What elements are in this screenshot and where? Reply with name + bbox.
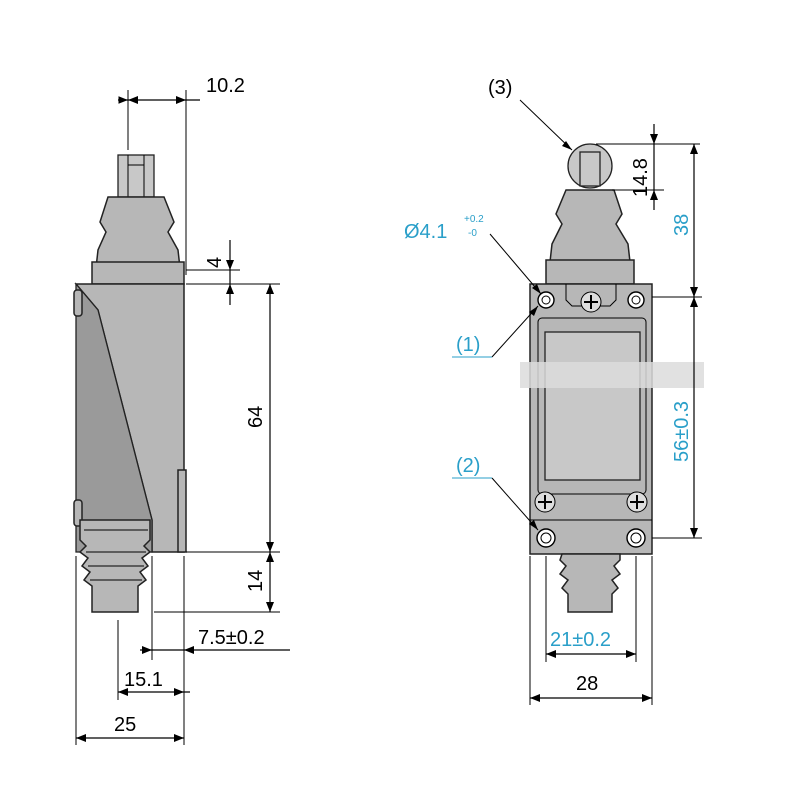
mount-hole-bottom-left (536, 528, 556, 548)
side-tab-top (73, 289, 83, 317)
side-plunger-head (117, 154, 155, 198)
dim-mount-pitch-vertical: 56±0.3 (671, 401, 693, 462)
callout-roller: (3) (488, 77, 512, 99)
dim-bottom-height: 14 (245, 570, 267, 592)
cover-frame (537, 317, 647, 495)
label-window (544, 331, 641, 481)
dim-total-width: 28 (576, 673, 598, 695)
side-rear-strip (177, 469, 187, 553)
side-view: 10.2 4 64 14 7.5±0.2 15.1 (73, 75, 290, 745)
dim-total-depth: 25 (114, 714, 136, 736)
mount-hole-top-right (627, 291, 645, 309)
side-boot (95, 196, 181, 269)
hole-diameter-tol-minus: -0 (468, 228, 477, 239)
mount-hole-bottom-right (626, 528, 646, 548)
front-view: (3) Ø4.1 +0.2 -0 (1) (2) 14.8 38 (404, 77, 704, 705)
front-collar (545, 259, 635, 285)
mount-hole-top-left (537, 291, 555, 309)
callout-lower-hole: (2) (456, 455, 480, 477)
side-collar (91, 261, 185, 285)
roller-axle-block (579, 151, 601, 187)
hole-diameter-label: Ø4.1 (404, 221, 447, 243)
dim-bottom-offset: 7.5±0.2 (198, 627, 265, 649)
dim-roller-height: 14.8 (630, 158, 652, 197)
callout-upper-hole: (1) (456, 334, 480, 356)
dim-top-width: 10.2 (206, 75, 245, 97)
front-cable-gland (558, 553, 622, 613)
dim-head-height: 38 (671, 214, 693, 236)
watermark-band (520, 362, 704, 388)
front-boot (549, 189, 631, 263)
dim-shaft-offset: 15.1 (124, 669, 163, 691)
dim-body-height: 64 (245, 406, 267, 428)
dim-mount-pitch-horizontal: 21±0.2 (550, 629, 611, 651)
hole-diameter-tol-plus: +0.2 (464, 214, 484, 225)
dim-offset-top: 4 (204, 257, 226, 268)
